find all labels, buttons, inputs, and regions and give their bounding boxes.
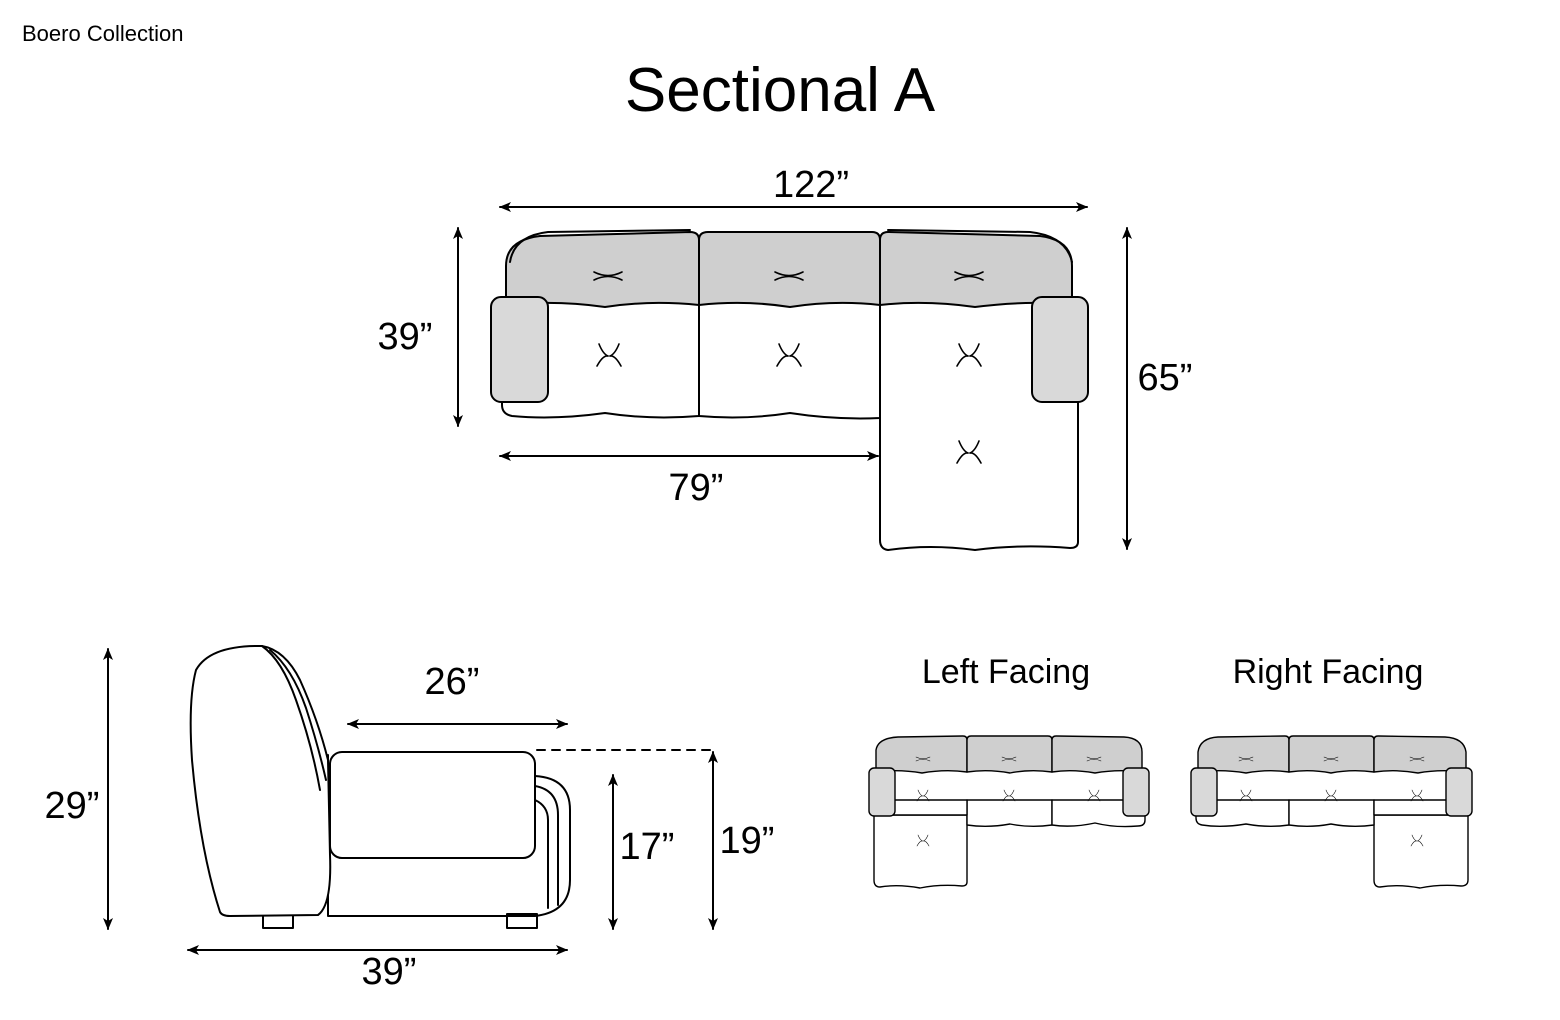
height-label: 29” xyxy=(45,785,100,827)
top-view-sectional xyxy=(490,229,1089,551)
back-cushion-3 xyxy=(879,231,1073,308)
back-depth-label: 39” xyxy=(378,316,433,358)
collection-name: Boero Collection xyxy=(22,21,183,46)
side-depth-label: 39” xyxy=(362,951,417,993)
seat-cushion xyxy=(329,751,536,859)
front-leg xyxy=(506,913,538,929)
seat-depth-label: 26” xyxy=(425,661,480,703)
chaise-depth-label: 65” xyxy=(1138,357,1193,399)
page-title: Sectional A xyxy=(625,56,936,125)
sofa-seat-1 xyxy=(501,299,700,419)
back-cushion-2 xyxy=(698,231,881,308)
back-cushion-1 xyxy=(505,231,700,308)
left-arm xyxy=(490,296,549,403)
right-facing-thumbnail xyxy=(1190,735,1473,889)
arm-height-label: 19” xyxy=(720,820,775,862)
sofa-width-label: 79” xyxy=(669,467,724,509)
chaise-seat xyxy=(879,299,1079,551)
side-frame xyxy=(327,754,571,917)
side-view-sectional xyxy=(189,644,571,929)
sofa-seat-2 xyxy=(698,299,881,420)
left-facing-thumbnail xyxy=(868,735,1150,889)
left-facing-label: Left Facing xyxy=(922,653,1090,691)
right-arm xyxy=(1031,296,1089,403)
seat-height-label: 17” xyxy=(620,826,675,868)
overall-width-label: 122” xyxy=(773,164,849,206)
backrest xyxy=(189,644,332,917)
right-facing-label: Right Facing xyxy=(1233,653,1424,691)
